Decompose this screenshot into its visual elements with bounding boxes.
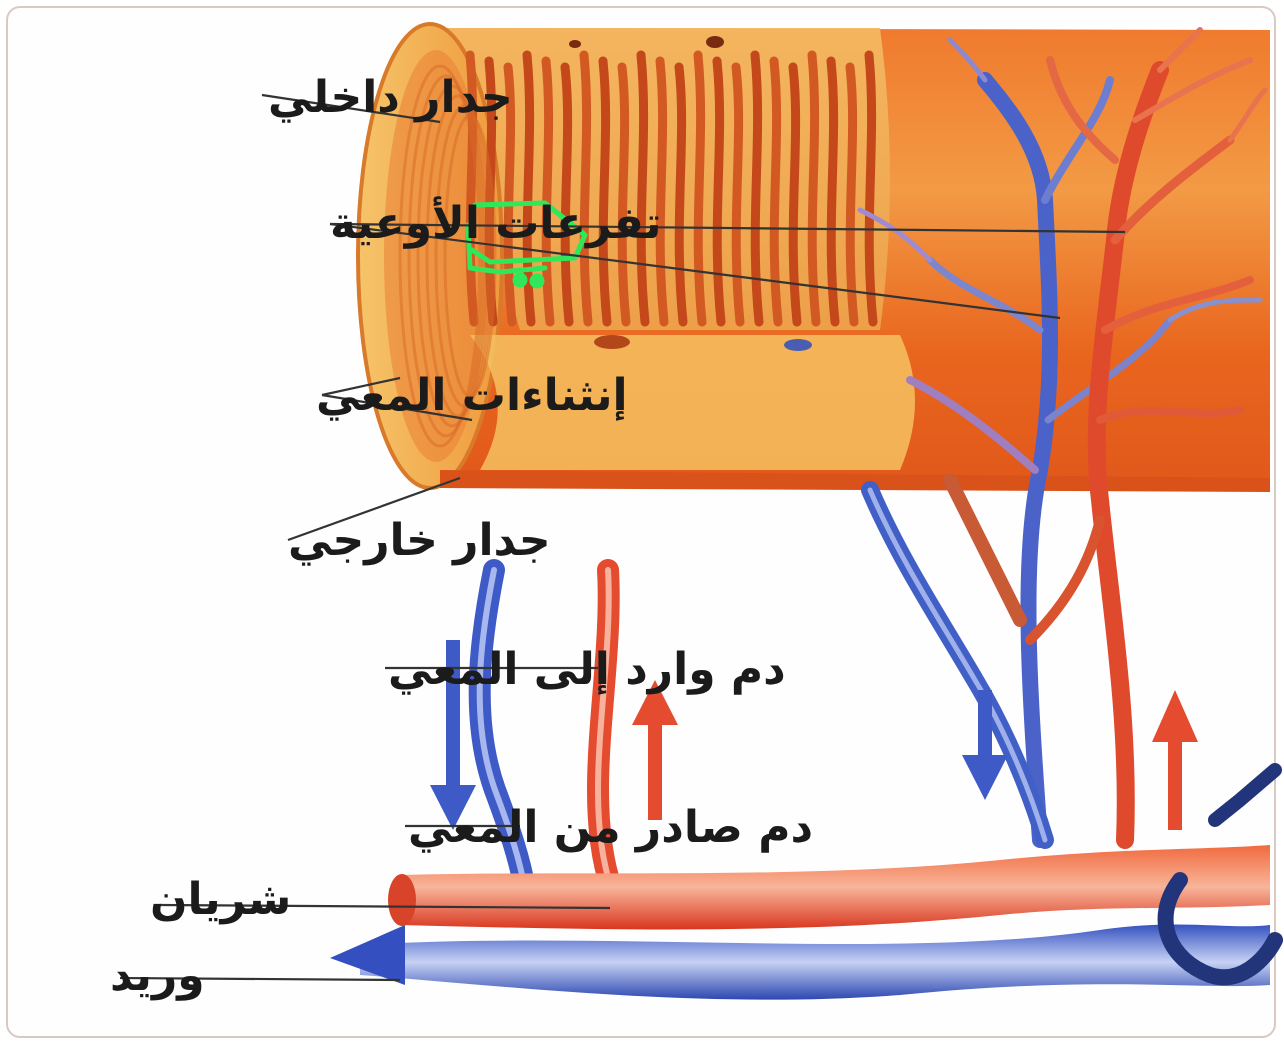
villus-fold — [546, 61, 550, 322]
label-intestinal-folds: إنثناءات المعي — [316, 370, 628, 421]
villus-fold — [774, 61, 778, 322]
villus-fold — [850, 67, 854, 322]
label-vessel-branches: تفرعات الأوعية — [330, 196, 662, 249]
villus-fold — [736, 67, 740, 322]
villus-fold — [603, 61, 607, 322]
label-inner-wall: جدار داخلي — [268, 72, 513, 123]
villus-fold — [717, 61, 721, 322]
label-blood-out: دم صادر من المعي — [408, 802, 813, 853]
label-artery: شريان — [150, 874, 291, 925]
villus-fold — [812, 55, 816, 322]
outgoing-vein-middle — [870, 490, 1045, 840]
villus-fold — [755, 55, 759, 322]
villus-fold — [565, 67, 569, 322]
label-vein: وريد — [110, 950, 205, 1001]
villus-fold — [641, 55, 645, 322]
label-outer-wall: جدار خارجي — [288, 515, 551, 566]
villus-fold — [679, 67, 683, 322]
villus-fold — [831, 61, 835, 322]
label-blood-in: دم وارد إلى المعي — [388, 644, 786, 695]
villus-fold — [869, 55, 873, 322]
villus-fold — [584, 55, 588, 322]
villus-fold — [698, 55, 702, 322]
villus-fold — [660, 61, 664, 322]
main-vein — [330, 924, 1270, 999]
villus-fold — [622, 67, 626, 322]
